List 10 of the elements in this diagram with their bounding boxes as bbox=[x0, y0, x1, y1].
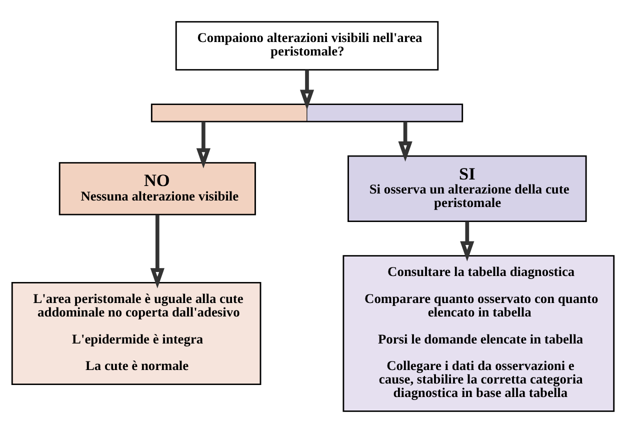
arrow bbox=[300, 70, 314, 110]
node-box: Consultare la tabella diagnostica Comparare quanto osservato con quanto elencato in tabella Porsi le domande elencate in tabella Collegare i dati da osservazioni e cause, stabilire la corretta categoria diagnostica in base alla tabella bbox=[342, 254, 615, 412]
node-box: SI Si osserva un alterazione della cute peristomale bbox=[348, 154, 587, 222]
node-box: Compaiono alterazioni visibili nell'area peristomale? bbox=[175, 20, 439, 70]
arrow bbox=[460, 221, 474, 261]
node-box: L'area peristomale è uguale alla cute addominale no coperta dall'adesivo L'epidermide è integra La cute è normale bbox=[11, 281, 262, 385]
arrow bbox=[150, 214, 164, 288]
arrow bbox=[398, 121, 412, 162]
arrow bbox=[196, 121, 210, 168]
node-box: NO Nessuna alterazione visibile bbox=[58, 162, 256, 215]
